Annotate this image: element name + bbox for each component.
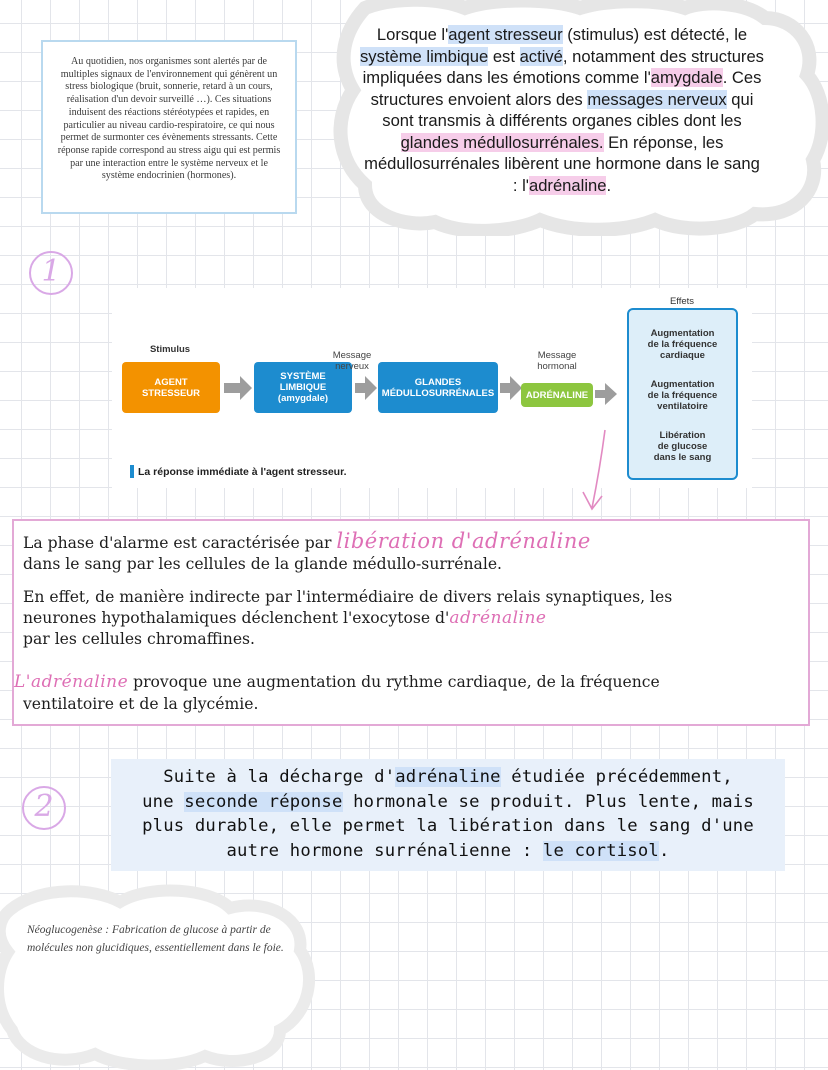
highlight-adrenaline-2: adrénaline (395, 767, 501, 787)
section-number-2: 2 (22, 786, 66, 830)
intro-text-part: qui sont transmis à différents organes c… (382, 89, 754, 131)
glandes-medullosurrenales-box: GLANDES MÉDULLOSURRÉNALES (378, 362, 498, 413)
alarm-line-4: neurones hypothalamiques déclenchent l'e… (23, 608, 546, 629)
diagram-caption: La réponse immédiate à l'agent stresseur… (138, 466, 347, 478)
message-hormonal-label: Message hormonal (537, 350, 577, 372)
alarm-line-3: En effet, de manière indirecte par l'int… (23, 588, 673, 606)
box2-line-1: Suite à la décharge d'adrénaline étudiée… (111, 765, 785, 790)
intro-text-part: (stimulus) est détecté, le (562, 25, 748, 44)
box2-line-3: plus durable, elle permet la libération … (142, 816, 754, 836)
highlight-systeme-limbique: système limbique (360, 46, 489, 66)
alarm-phase-box: La phase d'alarme est caractérisée par l… (12, 519, 810, 726)
stimulus-label: Stimulus (149, 344, 191, 355)
agent-stresseur-box: AGENT STRESSEUR (122, 362, 220, 413)
highlight-amygdale: amygdale (650, 68, 723, 87)
box2-text: hormonale se produit. Plus lente, mais (342, 791, 754, 812)
alarm-text: La phase d'alarme est caractérisée par (23, 534, 337, 552)
arrow-icon (500, 376, 522, 400)
section-number-1: 1 (29, 251, 73, 295)
intro-text-box: Au quotidien, nos organismes sont alerté… (41, 40, 297, 214)
box2-line-4: autre hormone surrénalienne : le cortiso… (111, 839, 785, 864)
effect-glucose: Libération de glucose dans le sang (653, 430, 712, 463)
intro-text-part: Lorsque l' (376, 25, 449, 44)
handwritten-liberation-adrenaline: libération d'adrénaline (336, 529, 591, 553)
intro-text: Au quotidien, nos organismes sont alerté… (57, 56, 281, 182)
hand-arrow-icon (582, 429, 606, 511)
box2-text: Suite à la décharge d' (163, 767, 396, 787)
footnote-neoglucogenese: Néoglucogenèse : Fabrication de glucose … (27, 924, 284, 954)
highlight-active: activé (519, 46, 563, 66)
intro-text-part: . Ces structures envoient alors des (370, 68, 762, 109)
second-response-text: Suite à la décharge d'adrénaline étudiée… (111, 765, 785, 863)
box2-text: autre hormone surrénalienne : (226, 840, 543, 861)
handwritten-l-adrenaline: L'adrénaline (14, 672, 129, 692)
alarm-text: neurones hypothalamiques déclenchent l'e… (23, 609, 450, 627)
box2-text: . (658, 840, 670, 861)
highlight-cortisol: le cortisol (542, 840, 659, 861)
alarm-line-5: par les cellules chromaffines. (23, 630, 256, 648)
effets-label: Effets (669, 296, 695, 307)
intro-text-part: est (488, 46, 520, 66)
highlight-seconde-reponse: seconde réponse (184, 791, 343, 812)
box2-text: étudiée précédemment, (500, 767, 733, 787)
systeme-limbique-box: SYSTÈME LIMBIQUE (amygdale) (254, 362, 352, 413)
effects-box: Augmentation de la fréquence cardiaque A… (627, 308, 738, 480)
alarm-text: provoque une augmentation du rythme card… (128, 673, 660, 691)
alarm-line-2: dans le sang par les cellules de la glan… (23, 555, 503, 573)
effect-ventilatory: Augmentation de la fréquence ventilatoir… (647, 379, 718, 412)
stress-response-diagram: Stimulus AGENT STRESSEUR SYSTÈME LIMBIQU… (112, 288, 752, 488)
arrow-icon (355, 376, 377, 400)
message-nerveux-label: Message nerveux (332, 350, 372, 372)
effect-cardiac: Augmentation de la fréquence cardiaque (647, 328, 718, 361)
alarm-line-1: La phase d'alarme est caractérisée par l… (23, 531, 591, 554)
alarm-line-6: L'adrénaline provoque une augmentation d… (14, 672, 660, 693)
second-response-box: Suite à la décharge d'adrénaline étudiée… (111, 759, 785, 871)
highlight-glandes: glandes médullosurrénales. (400, 132, 604, 152)
arrow-icon (595, 383, 617, 405)
intro-text-part: , notamment des structures impliquées da… (362, 46, 764, 88)
highlight-agent-stresseur: agent stresseur (448, 25, 563, 44)
highlight-adrenaline: adrénaline (528, 175, 607, 195)
highlight-messages-nerveux: messages nerveux (587, 89, 727, 109)
cloud-decoration-bottom (0, 884, 316, 1070)
legend-bar (130, 465, 134, 478)
intro-text-part: . (606, 175, 612, 195)
arrow-icon (224, 376, 252, 400)
box2-text: une (142, 791, 185, 812)
alarm-line-7: ventilatoire et de la glycémie. (23, 695, 259, 713)
intro-paragraph: Lorsque l'agent stresseur (stimulus) est… (360, 24, 764, 196)
intro-text-part: En réponse, les médullosurrénales libère… (364, 132, 760, 195)
adrenaline-box: ADRÉNALINE (521, 383, 593, 407)
handwritten-adrenaline: adrénaline (449, 608, 547, 628)
box2-line-2: une seconde réponse hormonale se produit… (111, 790, 785, 815)
